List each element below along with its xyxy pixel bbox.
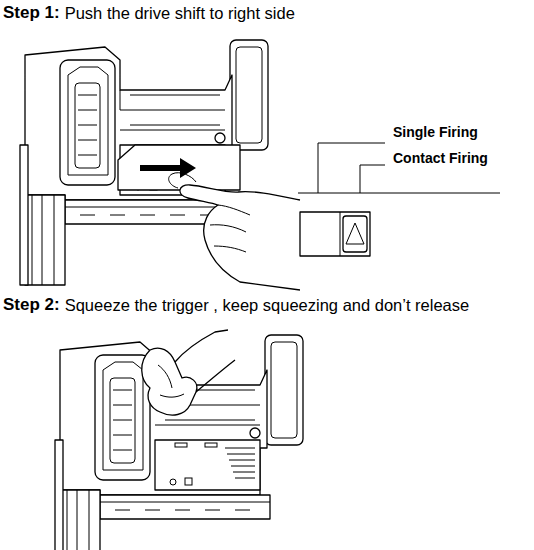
mode-switch: [300, 212, 370, 256]
drive-shift: [118, 145, 240, 190]
mode-label: Single Firing: [393, 124, 478, 141]
hand: [180, 185, 300, 290]
hand: [142, 348, 197, 415]
step-instruction: Push the drive shift to right side: [65, 4, 295, 24]
mode-label: Contact Firing: [393, 150, 488, 167]
step-instruction: Squeeze the trigger , keep squeezing and…: [65, 296, 470, 316]
step-number: Step 1:: [3, 3, 60, 23]
leader-lines: [298, 143, 500, 193]
nailer-drawing: [55, 335, 303, 550]
triangle-symbol: [346, 223, 364, 244]
step-number: Step 2:: [3, 295, 60, 315]
